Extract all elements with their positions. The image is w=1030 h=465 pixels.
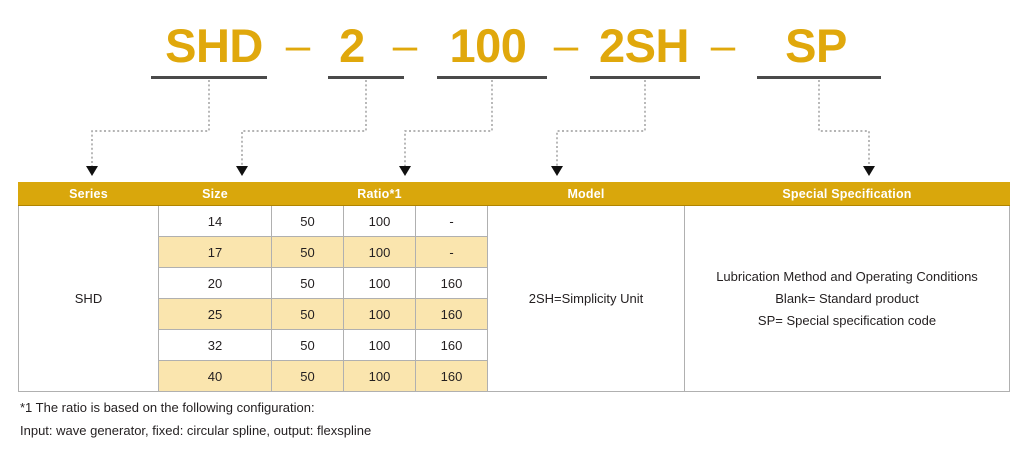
connector-size [236, 80, 367, 176]
specification-table: Series Size Ratio*1 Model Special Specif… [18, 182, 1010, 392]
cell-size-32: 32 [158, 329, 272, 361]
code-separator-dash-4: – [710, 21, 736, 70]
footnote-line-2: Input: wave generator, fixed: circular s… [20, 423, 372, 438]
connector-model [551, 80, 646, 176]
code-separator-dash-2: – [392, 21, 418, 70]
footnotes: *1 The ratio is based on the following c… [20, 396, 371, 442]
code-separator-dash-1: – [285, 21, 311, 70]
cell-ratio-32-3: 160 [415, 329, 488, 361]
connector-arrowhead [551, 166, 563, 176]
cell-size-25: 25 [158, 298, 272, 330]
table-header: Series Size Ratio*1 Model Special Specif… [18, 182, 1010, 206]
special-specification-line: Lubrication Method and Operating Conditi… [716, 268, 978, 284]
cell-model-value: 2SH=Simplicity Unit [487, 205, 685, 392]
connector-arrowhead [399, 166, 411, 176]
code-underline-100 [437, 76, 547, 79]
footnote-line-1: *1 The ratio is based on the following c… [20, 400, 315, 415]
cell-ratio-14-2: 100 [343, 205, 416, 237]
connector-arrowhead [86, 166, 98, 176]
header-row: Series Size Ratio*1 Model Special Specif… [18, 182, 1010, 206]
code-underline-2sh [590, 76, 700, 79]
code-separator-dash-3: – [553, 21, 579, 70]
column-header-series: Series [18, 182, 159, 206]
code-underline-shd [151, 76, 267, 79]
code-segment-2sh: 2SH [599, 19, 689, 72]
cell-ratio-25-1: 50 [271, 298, 344, 330]
code-underline-2 [328, 76, 404, 79]
cell-ratio-14-3: - [415, 205, 488, 237]
code-underline-sp [757, 76, 881, 79]
special-specification-line: SP= Special specification code [757, 312, 937, 328]
cell-size-14: 14 [158, 205, 272, 237]
cell-ratio-20-2: 100 [343, 267, 416, 299]
code-segment-sp: SP [785, 19, 847, 72]
cell-ratio-14-1: 50 [271, 205, 344, 237]
column-header-size: Size [158, 182, 272, 206]
cell-ratio-40-3: 160 [415, 360, 488, 392]
connector-arrowhead [863, 166, 875, 176]
special-specification-line: Blank= Standard product [775, 290, 919, 306]
connector-series [86, 80, 210, 176]
cell-ratio-17-3: - [415, 236, 488, 268]
column-header-special-specification: Special Specification [684, 182, 1010, 206]
cell-ratio-32-2: 100 [343, 329, 416, 361]
column-header-model: Model [487, 182, 685, 206]
cell-ratio-40-2: 100 [343, 360, 416, 392]
code-segment-2: 2 [339, 19, 365, 72]
cell-ratio-25-2: 100 [343, 298, 416, 330]
cell-special-specification: Lubrication Method and Operating Conditi… [684, 205, 1010, 392]
cell-series-value: SHD [18, 205, 159, 392]
code-segment-shd: SHD [165, 19, 263, 72]
cell-ratio-40-1: 50 [271, 360, 344, 392]
cell-ratio-20-3: 160 [415, 267, 488, 299]
cell-size-20: 20 [158, 267, 272, 299]
cell-size-40: 40 [158, 360, 272, 392]
cell-ratio-17-1: 50 [271, 236, 344, 268]
cell-ratio-32-1: 50 [271, 329, 344, 361]
column-header-ratio: Ratio*1 [271, 182, 488, 206]
connector-special [818, 80, 875, 176]
cell-ratio-20-1: 50 [271, 267, 344, 299]
cell-size-17: 17 [158, 236, 272, 268]
code-segment-100: 100 [449, 19, 527, 72]
connector-arrowhead [236, 166, 248, 176]
cell-ratio-25-3: 160 [415, 298, 488, 330]
connector-ratio [399, 80, 493, 176]
cell-ratio-17-2: 100 [343, 236, 416, 268]
